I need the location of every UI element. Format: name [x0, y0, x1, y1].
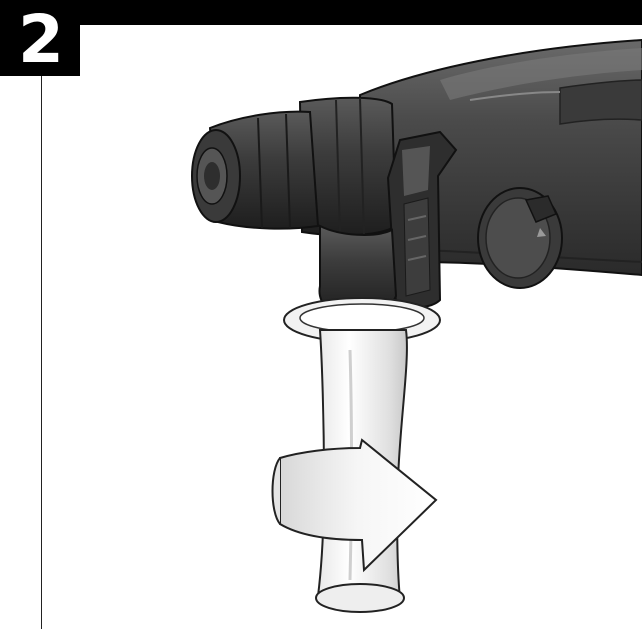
rotate-arrow-icon — [271, 438, 438, 573]
margin-rule — [41, 76, 42, 629]
header-bar — [0, 0, 642, 25]
step-number-box: 2 — [0, 0, 80, 78]
rotary-hammer-drill-icon — [191, 38, 642, 316]
step-number: 2 — [18, 1, 64, 78]
